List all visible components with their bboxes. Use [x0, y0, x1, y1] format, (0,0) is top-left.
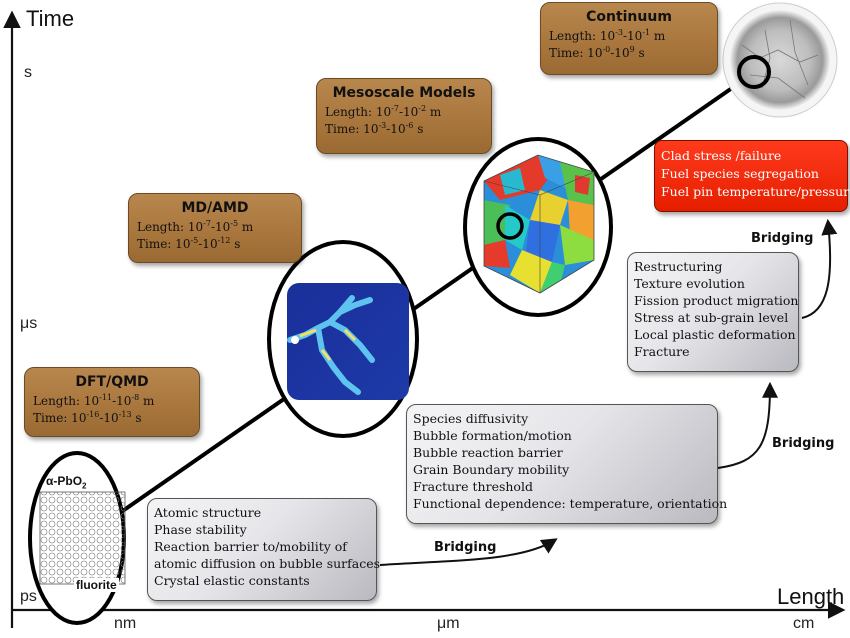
bridging-arrow-1 [379, 538, 558, 566]
atomic-property-item: Crystal elastic constants [154, 573, 310, 588]
continuum-property-item: Fuel species segregation [661, 166, 819, 181]
continuum-disk-image [722, 2, 838, 118]
atomic-property-item: Phase stability [154, 522, 247, 537]
continuum-length: Length: 10-3-10-1 m [549, 28, 666, 44]
bridging-label-3: Bridging [751, 231, 814, 246]
mesoscale-cube-image [484, 155, 594, 293]
bridging-arrow-2 [717, 381, 778, 469]
continuum-time: Time: 10-0-109 s [549, 45, 645, 61]
atomic-properties-box: Atomic structure Phase stability Reactio… [147, 498, 381, 601]
y-tick-ps: ps [20, 588, 37, 605]
dft-time: Time: 10-16-10-13 s [33, 410, 142, 426]
atomic-property-item: atomic diffusion on bubble surfaces [154, 556, 381, 571]
crystal-bottom-label: fluorite [74, 578, 119, 592]
x-tick-nm: nm [114, 615, 137, 632]
continuum-title: Continuum [586, 9, 672, 25]
y-tick-s: s [24, 64, 32, 81]
y-tick-us: μs [20, 315, 38, 332]
dft-length: Length: 10-11-10-8 m [33, 393, 155, 409]
md-time: Time: 10-5-10-12 s [137, 236, 241, 252]
continuum-highlight-circle [737, 55, 771, 89]
mesoscale-length: Length: 10-7-10-2 m [325, 104, 442, 120]
y-axis-title: Time [26, 6, 75, 31]
bridging-arrow-3 [801, 218, 838, 319]
meso-upper-property-item: Texture evolution [634, 276, 745, 291]
mesoscale-scale-box: Mesoscale Models Length: 10-7-10-2 m Tim… [316, 78, 492, 154]
meso-upper-properties-box: Restructuring Texture evolution Fission … [627, 252, 799, 372]
md-scale-box: MD/AMD Length: 10-7-10-5 m Time: 10-5-10… [128, 193, 302, 263]
meso-upper-property-item: Fission product migration [634, 293, 799, 308]
meso-lower-property-item: Species diffusivity [413, 411, 529, 426]
mesoscale-highlight-circle [496, 212, 524, 240]
md-length: Length: 10-7-10-5 m [137, 219, 254, 235]
x-tick-cm: cm [793, 615, 815, 632]
crystal-structure-image [39, 491, 126, 585]
meso-upper-property-item: Fracture [634, 344, 690, 359]
bridging-label-1: Bridging [434, 540, 497, 555]
meso-lower-property-item: Functional dependence: temperature, orie… [413, 496, 728, 511]
continuum-property-item: Fuel pin temperature/pressure [661, 184, 850, 199]
md-simulation-image [287, 283, 409, 400]
meso-lower-property-item: Bubble formation/motion [413, 428, 572, 443]
continuum-properties-box: Clad stress /failure Fuel species segreg… [654, 140, 850, 212]
scale-diagonal-line [86, 68, 760, 537]
x-axis-title: Length [777, 584, 845, 609]
meso-lower-properties-box: Species diffusivity Bubble formation/mot… [406, 404, 728, 524]
meso-lower-property-item: Grain Boundary mobility [413, 462, 570, 477]
meso-lower-property-item: Fracture threshold [413, 479, 533, 494]
mesoscale-title: Mesoscale Models [332, 85, 476, 101]
mesoscale-time: Time: 10-3-10-6 s [325, 121, 424, 137]
continuum-property-item: Clad stress /failure [661, 148, 782, 163]
atomic-property-item: Atomic structure [154, 505, 262, 520]
atomic-property-item: Reaction barrier to/mobility of [154, 539, 347, 554]
bridging-label-2: Bridging [772, 436, 835, 451]
continuum-scale-box: Continuum Length: 10-3-10-1 m Time: 10-0… [540, 2, 718, 75]
meso-upper-property-item: Local plastic deformation [634, 327, 796, 342]
dft-title: DFT/QMD [75, 374, 149, 390]
dft-scale-box: DFT/QMD Length: 10-11-10-8 m Time: 10-16… [24, 367, 200, 437]
x-tick-um: μm [437, 615, 460, 632]
meso-lower-property-item: Bubble reaction barrier [413, 445, 563, 460]
meso-upper-property-item: Restructuring [634, 259, 723, 274]
md-title: MD/AMD [181, 200, 249, 216]
meso-upper-property-item: Stress at sub-grain level [634, 310, 789, 325]
crystal-top-label: α-PbO2 [46, 474, 87, 491]
